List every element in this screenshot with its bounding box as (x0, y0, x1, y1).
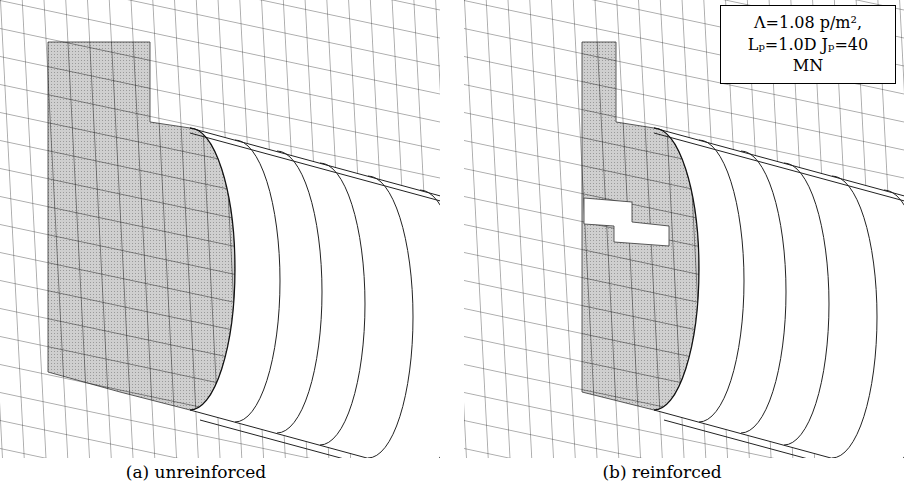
mesh-panel-a (0, 0, 440, 458)
mesh-panel-b (464, 0, 904, 458)
legend-box: Λ=1.08 p/m², Lₚ=1.0D Jₚ=40 MN (720, 5, 896, 84)
panel-caption: (a) unreinforced (126, 462, 266, 482)
parameter-text: Λ=1.08 p/m², Lₚ=1.0D Jₚ=40 MN (731, 12, 885, 77)
panel-caption: (b) reinforced (602, 462, 721, 482)
